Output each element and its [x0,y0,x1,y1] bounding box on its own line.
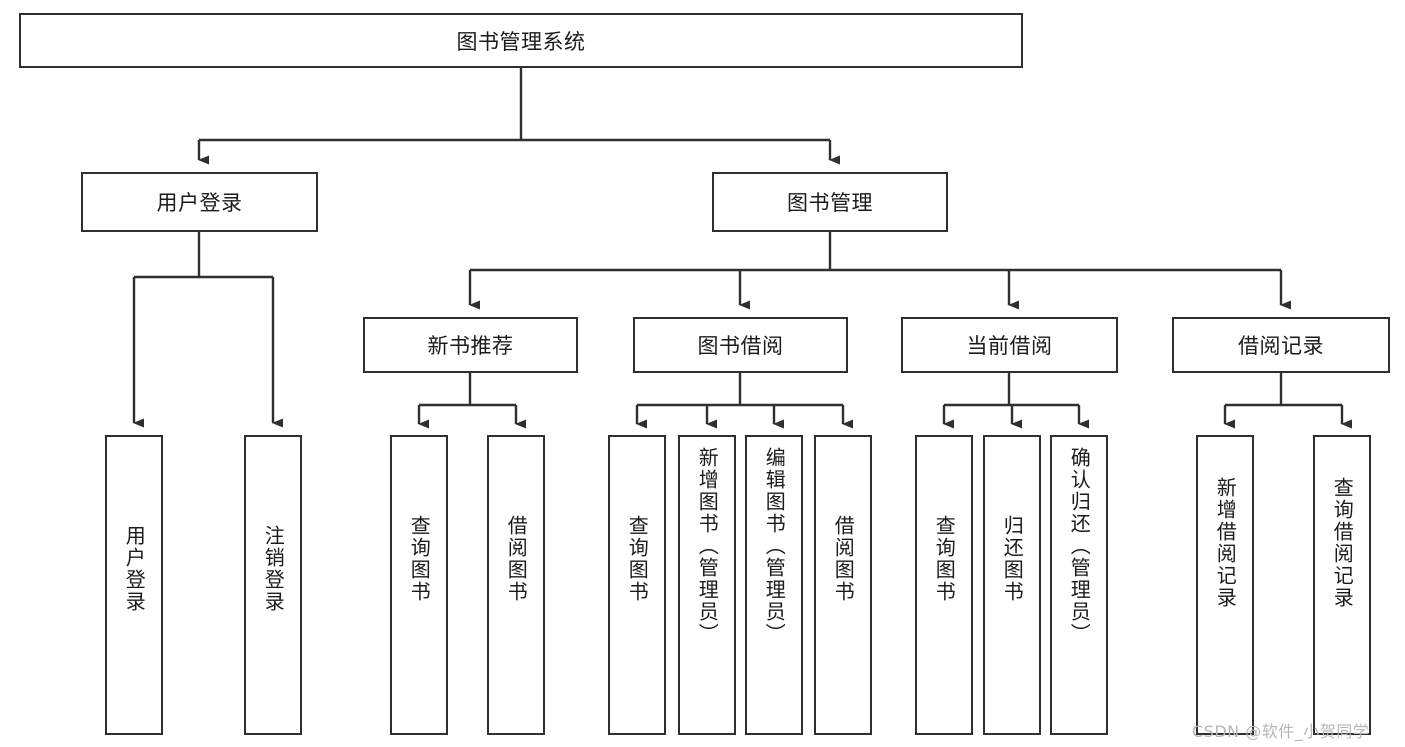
leaf-label: 编辑图书（管理员） [762,447,787,645]
node-leaf-borrow-book-1[interactable]: 借阅图书 [487,435,545,735]
node-book-borrow[interactable]: 图书借阅 [633,317,848,373]
node-leaf-add-book[interactable]: 新增图书（管理员） [678,435,736,735]
node-leaf-add-record[interactable]: 新增借阅记录 [1196,435,1254,735]
node-leaf-logout[interactable]: 注销登录 [244,435,302,735]
node-new-book-recommend[interactable]: 新书推荐 [363,317,578,373]
node-root[interactable]: 图书管理系统 [19,13,1023,68]
leaf-label: 查询图书 [932,515,957,603]
node-leaf-query-book-1[interactable]: 查询图书 [390,435,448,735]
node-root-label: 图书管理系统 [456,29,586,54]
leaf-label: 用户登录 [122,525,147,613]
leaf-label: 借阅图书 [831,515,856,603]
node-leaf-query-book-2[interactable]: 查询图书 [608,435,666,735]
node-user-login-label: 用户登录 [156,191,243,215]
node-user-login[interactable]: 用户登录 [81,172,318,232]
leaf-label: 确认归还（管理员） [1067,447,1092,645]
leaf-label: 查询借阅记录 [1330,477,1355,609]
node-new-book-recommend-label: 新书推荐 [427,334,514,358]
node-leaf-query-record[interactable]: 查询借阅记录 [1313,435,1371,735]
leaf-label: 注销登录 [261,525,286,613]
node-leaf-query-book-3[interactable]: 查询图书 [915,435,973,735]
node-current-borrow[interactable]: 当前借阅 [901,317,1118,373]
node-leaf-edit-book[interactable]: 编辑图书（管理员） [745,435,803,735]
node-book-manage[interactable]: 图书管理 [712,172,948,232]
leaf-label: 借阅图书 [504,515,529,603]
node-borrow-record-label: 借阅记录 [1238,334,1324,358]
node-book-borrow-label: 图书借阅 [697,334,784,358]
leaf-label: 归还图书 [1000,515,1025,603]
node-current-borrow-label: 当前借阅 [966,334,1053,358]
node-leaf-borrow-book-2[interactable]: 借阅图书 [814,435,872,735]
node-book-manage-label: 图书管理 [787,191,873,215]
leaf-label: 查询图书 [407,515,432,603]
leaf-label: 新增借阅记录 [1213,477,1238,609]
csdn-watermark: CSDN @软件_小贺同学 [1192,722,1370,741]
leaf-label: 新增图书（管理员） [695,447,720,645]
node-leaf-return-book[interactable]: 归还图书 [983,435,1041,735]
node-leaf-confirm-return[interactable]: 确认归还（管理员） [1050,435,1108,735]
node-borrow-record[interactable]: 借阅记录 [1172,317,1390,373]
node-leaf-user-login[interactable]: 用户登录 [105,435,163,735]
leaf-label: 查询图书 [625,515,650,603]
